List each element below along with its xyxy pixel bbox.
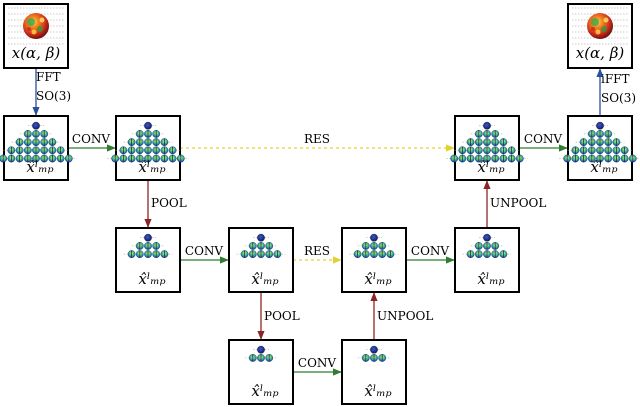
- node-bottleneck-conv: x̂ˡₘₚ: [341, 339, 407, 405]
- sphere-signal-icon: [23, 13, 49, 39]
- nodes: x(α, β) x̂ˡₘₚ x̂ˡₘₚ x̂ˡₘₚ x̂ˡₘₚ x̂ˡₘₚ x̂ˡₘₚ x̂ˡ…: [0, 3, 640, 405]
- coefficient-label: x̂ˡₘₚ: [364, 382, 391, 400]
- conv-label-enc2: CONV: [185, 244, 224, 258]
- edge-labels: FFT SO(3) CONV RES CONV iFFT SO(3) POOL UNPOOL CO…: [36, 70, 636, 370]
- node-enc-l1: x̂ˡₘₚ: [0, 115, 77, 181]
- conv-label-bottleneck: CONV: [298, 356, 337, 370]
- fft-label-1: FFT: [36, 70, 61, 84]
- wigner-coefficient-pyramid-icon: [236, 233, 286, 258]
- node-input: x(α, β): [3, 3, 69, 69]
- node-dec-l1: x̂ˡₘₚ: [446, 115, 528, 181]
- pool-label-1: POOL: [151, 196, 187, 210]
- coefficient-label: x̂ˡₘₚ: [138, 158, 165, 176]
- node-output: x(α, β): [567, 3, 633, 69]
- unpool-label-2: UNPOOL: [377, 309, 433, 323]
- res-label-1: RES: [304, 132, 330, 146]
- node-enc-l2-conv: x̂ˡₘₚ: [228, 227, 294, 293]
- coefficient-label: x̂ˡₘₚ: [251, 270, 278, 288]
- coefficient-label: x̂ˡₘₚ: [364, 270, 391, 288]
- ifft-label-1: iFFT: [601, 72, 630, 86]
- node-enc-l1-conv: x̂ˡₘₚ: [107, 115, 189, 181]
- signal-label: x(α, β): [12, 44, 61, 62]
- coefficient-label: x̂ˡₘₚ: [251, 382, 278, 400]
- coefficient-label: x̂ˡₘₚ: [477, 270, 504, 288]
- coefficient-label: x̂ˡₘₚ: [590, 158, 617, 176]
- conv-label-dec1: CONV: [524, 132, 563, 146]
- wigner-coefficient-pyramid-icon: [446, 121, 528, 163]
- wigner-coefficient-pyramid-icon: [123, 233, 173, 258]
- signal-label: x(α, β): [576, 44, 625, 62]
- edges: [32, 68, 604, 376]
- unpool-label-1: UNPOOL: [490, 196, 546, 210]
- wigner-coefficient-pyramid-icon: [0, 121, 77, 163]
- node-bottleneck: x̂ˡₘₚ: [228, 339, 294, 405]
- node-dec-l2: x̂ˡₘₚ: [341, 227, 407, 293]
- pool-label-2: POOL: [264, 309, 300, 323]
- wigner-coefficient-pyramid-icon: [357, 345, 391, 362]
- sphere-signal-icon: [587, 13, 613, 39]
- node-dec-l1-conv: x̂ˡₘₚ: [559, 115, 640, 181]
- wigner-coefficient-pyramid-icon: [107, 121, 189, 163]
- coefficient-label: x̂ˡₘₚ: [477, 158, 504, 176]
- wigner-coefficient-pyramid-icon: [559, 121, 640, 163]
- wigner-coefficient-pyramid-icon: [244, 345, 278, 362]
- conv-label-enc1: CONV: [72, 132, 111, 146]
- wigner-coefficient-pyramid-icon: [462, 233, 512, 258]
- res-label-2: RES: [304, 244, 330, 258]
- ifft-label-2: SO(3): [601, 91, 636, 105]
- coefficient-label: x̂ˡₘₚ: [138, 270, 165, 288]
- node-enc-l2: x̂ˡₘₚ: [115, 227, 181, 293]
- conv-label-dec2: CONV: [411, 244, 450, 258]
- coefficient-label: x̂ˡₘₚ: [26, 158, 53, 176]
- wigner-coefficient-pyramid-icon: [349, 233, 399, 258]
- fft-label-2: SO(3): [36, 89, 71, 103]
- node-dec-l2-conv: x̂ˡₘₚ: [454, 227, 520, 293]
